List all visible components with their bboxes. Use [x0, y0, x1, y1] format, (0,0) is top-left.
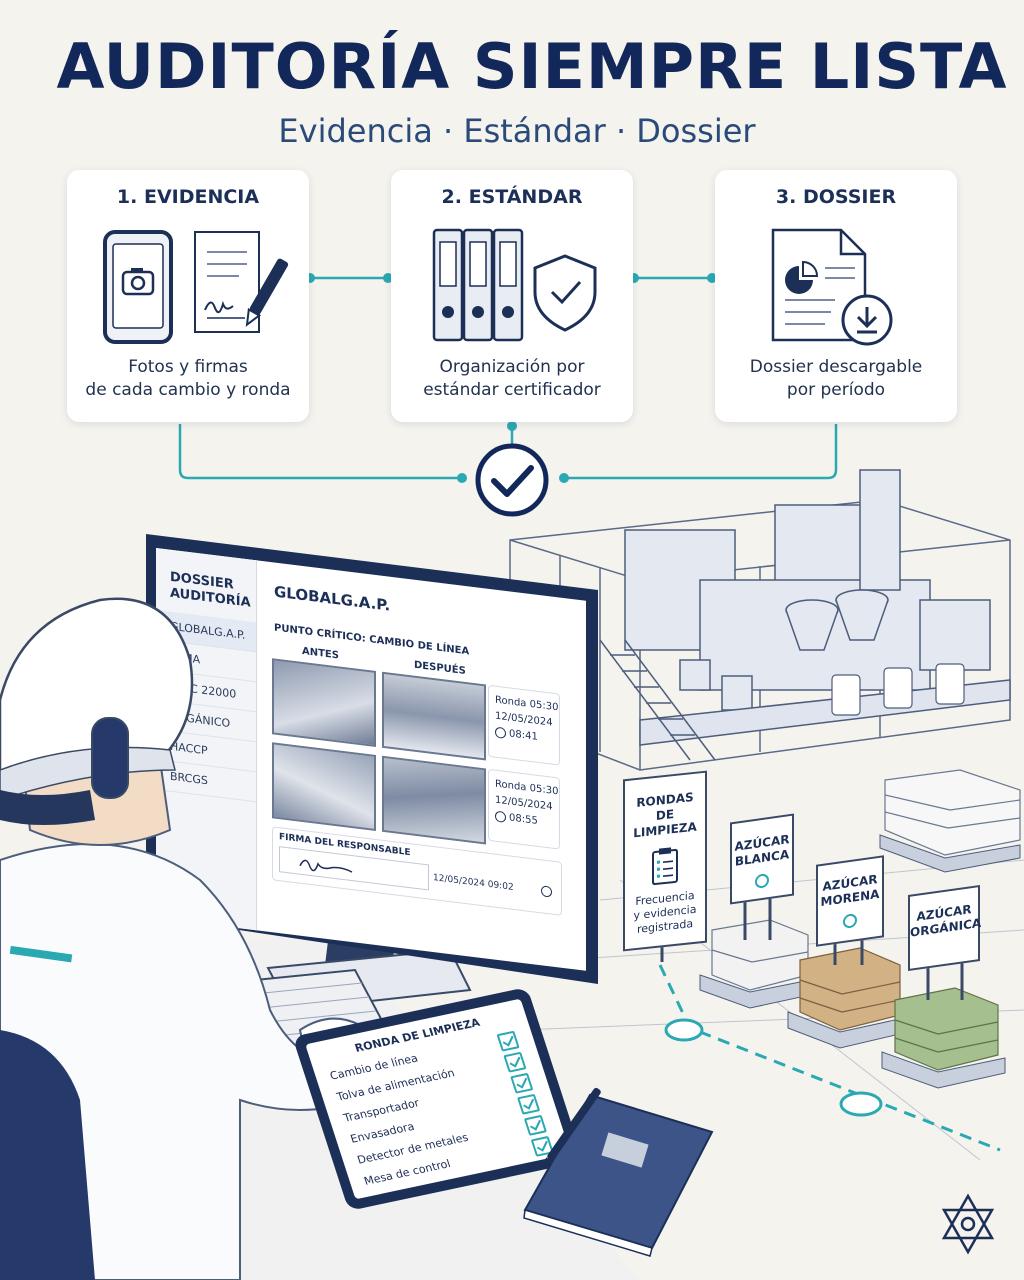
standard-header: GLOBALG.A.P. [274, 582, 391, 615]
photo-after-2[interactable] [382, 755, 486, 845]
checkbox-checked[interactable] [517, 1093, 541, 1115]
step-desc-line: por período [786, 380, 886, 400]
round-time: 08:55 [509, 812, 538, 827]
clipboard-icon [652, 847, 678, 886]
tablet-screen: RONDA DE LIMPIEZA Cambio de línea Tolva … [305, 998, 571, 1200]
sign-azucar-blanca: AZÚCAR BLANCA [730, 813, 794, 905]
phone-camera-icon [103, 230, 173, 344]
step-desc-line: estándar certificador [423, 380, 601, 400]
clock-icon [495, 810, 506, 823]
active-indicator [152, 619, 161, 630]
photo-before-1[interactable] [272, 658, 376, 748]
step-title: 1. EVIDENCIA [116, 186, 260, 208]
tablet: RONDA DE LIMPIEZA Cambio de línea Tolva … [292, 987, 584, 1211]
dot-icon [755, 873, 769, 889]
signature-timestamp: 12/05/2024 09:02 [433, 873, 514, 893]
round-card-2: Ronda 05:30 12/05/2024 08:55 [488, 768, 560, 850]
step-title: 2. ESTÁNDAR [441, 186, 583, 208]
checkbox-checked[interactable] [503, 1051, 527, 1073]
after-label: DESPUÉS [414, 659, 466, 678]
step-description: Dossier descargable por período [715, 356, 957, 402]
sign-azucar-morena: AZÚCAR MORENA [816, 855, 884, 947]
step-card-evidencia: 1. EVIDENCIA Fotos y firmas de cada camb… [67, 170, 309, 422]
monitor-screen: DOSSIER AUDITORÍA GLOBALG.A.P. FSMA FSSC… [152, 548, 586, 971]
step-desc-line: Fotos y firmas [128, 357, 248, 377]
signed-document-icon [194, 231, 289, 333]
step-title: 3. DOSSIER [775, 186, 897, 208]
tablet-title: RONDA DE LIMPIEZA [353, 1015, 482, 1055]
round-card-1: Ronda 05:30 12/05/2024 08:41 [488, 684, 560, 766]
step-desc-line: Dossier descargable [749, 357, 923, 377]
before-label: ANTES [302, 645, 339, 662]
sign-rondas-de-limpieza: RONDAS DE LIMPIEZA Frecuencia y evidenci… [623, 770, 707, 952]
checklist-item: Envasadora [348, 1119, 417, 1146]
step-desc-line: de cada cambio y ronda [85, 380, 291, 400]
dot-icon [843, 913, 857, 929]
photo-before-2[interactable] [272, 742, 376, 832]
step-card-estandar: 2. ESTÁNDAR Organización por estándar ce… [391, 170, 633, 422]
clock-icon [495, 726, 506, 739]
checkbox-checked[interactable] [523, 1114, 548, 1136]
report-download-icon [771, 228, 893, 346]
sign-desc: Frecuencia y evidencia registrada [625, 888, 705, 938]
checkbox-checked[interactable] [510, 1072, 534, 1094]
round-time: 08:41 [509, 728, 538, 743]
sign-azucar-organica: AZÚCAR ORGÁNICA [908, 884, 981, 972]
shield-check-icon [533, 254, 597, 332]
binders-icon [432, 228, 524, 342]
step-description: Fotos y firmas de cada cambio y ronda [67, 356, 309, 402]
clock-icon [541, 885, 552, 898]
dossier-sidebar: DOSSIER AUDITORÍA GLOBALG.A.P. FSMA FSSC… [156, 548, 257, 931]
photo-after-1[interactable] [382, 671, 486, 761]
step-desc-line: Organización por [439, 357, 585, 377]
checkbox-checked[interactable] [530, 1135, 554, 1157]
step-card-dossier: 3. DOSSIER Dossier descargable por perío… [715, 170, 957, 422]
checkbox-checked[interactable] [496, 1030, 520, 1052]
page-title: AUDITORÍA SIEMPRE LISTA [56, 30, 1008, 103]
page-subtitle: Evidencia · Estándar · Dossier [278, 112, 756, 150]
step-description: Organización por estándar certificador [391, 356, 633, 402]
